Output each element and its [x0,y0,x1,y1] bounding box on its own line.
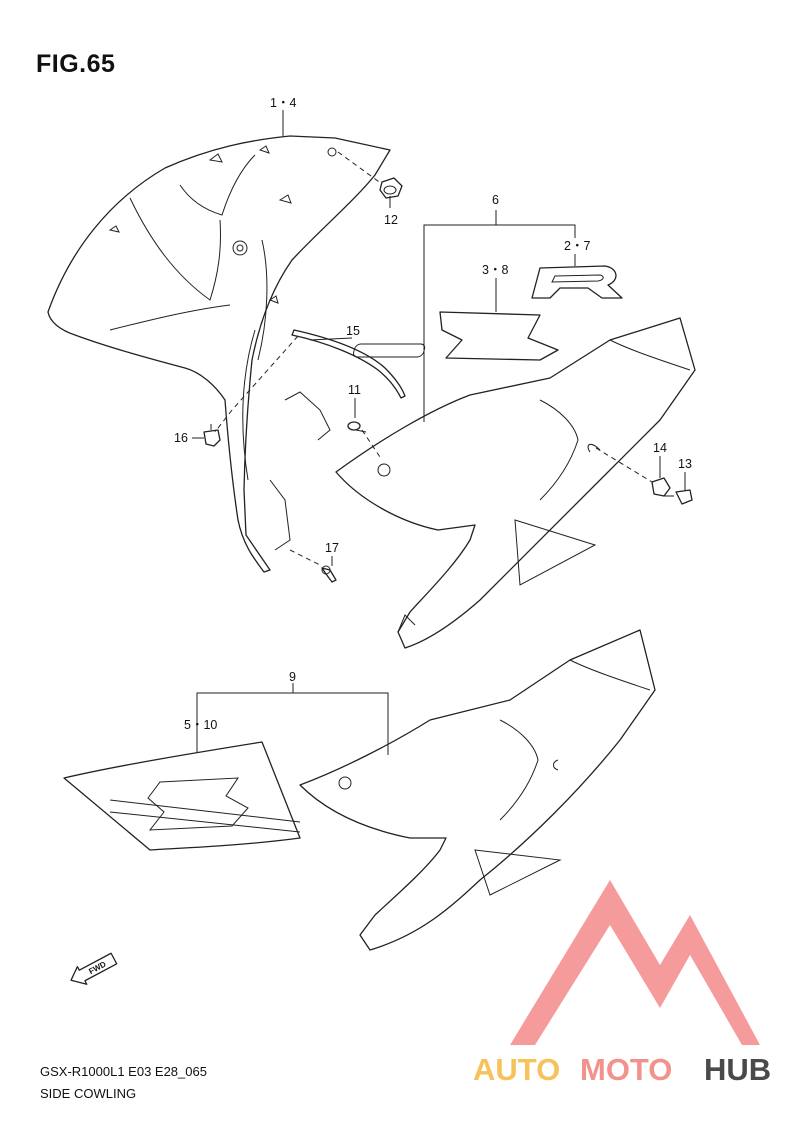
upper-side-cowl[interactable] [47,135,391,573]
figure-title: FIG.65 [36,50,116,78]
screw-11[interactable] [347,421,367,433]
callout-2-7: 2・7 [564,239,590,253]
callout-3-8: 3・8 [482,263,508,277]
callout-1-4: 1・4 [270,96,296,110]
screw-13[interactable] [664,489,693,505]
large-gsx-r-decal[interactable] [63,741,301,851]
watermark-hub: HUB [704,1052,771,1087]
r-logo-decal[interactable] [531,265,623,299]
trim-strip-15[interactable] [291,329,406,399]
callout-17: 17 [325,541,339,555]
screw-17[interactable] [321,565,337,583]
fwd-arrow-icon: FWD [70,952,118,985]
callout-5-10: 5・10 [184,718,217,732]
callout-14: 14 [653,441,667,455]
assembly-dashed-lines [214,151,653,567]
gsx-r-decal[interactable] [352,311,559,361]
callout-11: 11 [348,383,361,397]
watermark-triangle-logo [510,880,760,1045]
leader-lines [192,110,686,755]
callout-labels: 1・4 12 6 2・7 3・8 15 11 16 14 13 17 9 5・1… [174,96,692,732]
watermark-auto: AUTO [473,1052,560,1087]
section-name: SIDE COWLING [40,1086,137,1101]
watermark-moto: MOTO [580,1052,672,1087]
callout-16: 16 [174,431,188,445]
callout-9: 9 [289,670,296,684]
automotohub-watermark: AUTO MOTO HUB [473,880,771,1087]
callout-12: 12 [384,213,398,227]
callout-13: 13 [678,457,692,471]
grommet-12[interactable] [379,177,403,199]
callout-6: 6 [492,193,499,207]
grommet-14[interactable] [651,477,671,497]
middle-side-cowl[interactable] [335,317,696,649]
callout-15: 15 [346,324,360,338]
model-code: GSX-R1000L1 E03 E28_065 [40,1064,207,1079]
lower-side-cowl[interactable] [299,629,656,951]
clip-16[interactable] [203,424,221,447]
